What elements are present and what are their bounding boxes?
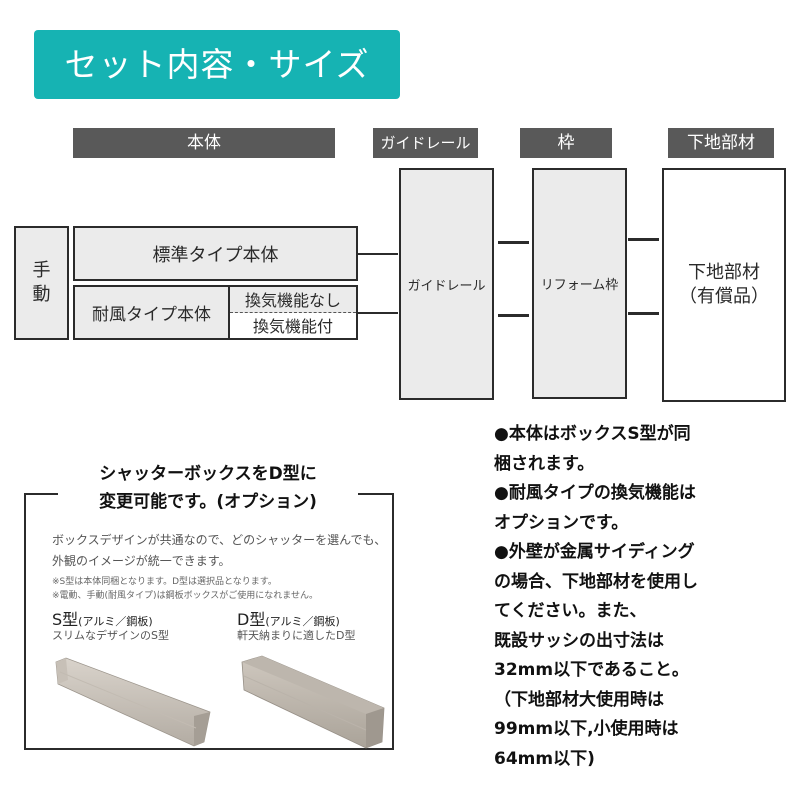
- s-type-name: S型: [52, 610, 79, 629]
- note-line: ●耐風タイプの換気機能は: [494, 483, 696, 503]
- no-ventilation-label: 換気機能なし: [230, 287, 356, 313]
- note-line: 32mm以下であること。: [494, 660, 689, 680]
- note-line: ●本体はボックスS型が同: [494, 424, 691, 444]
- note-line: 64mm以下): [494, 748, 595, 769]
- option-description-line1: ボックスデザインが共通なので、どのシャッターを選んでも、: [52, 533, 387, 547]
- option-note-2: ※電動、手動(耐風タイプ)は鋼板ボックスがご使用になれません。: [52, 591, 319, 601]
- header-base-material: 下地部材: [668, 128, 774, 158]
- note-line: 既設サッシの出寸法は: [494, 630, 664, 651]
- header-body: 本体: [73, 128, 335, 158]
- standard-body-label: 標準タイプ本体: [152, 244, 279, 266]
- note-line: てください。また、: [494, 601, 647, 621]
- connector-rail-to-frame-bottom: [498, 314, 529, 317]
- standard-body-box: 標準タイプ本体: [73, 226, 358, 281]
- d-type-description: 軒天納まりに適したD型: [237, 629, 356, 642]
- option-description-line2: 外観のイメージが統一できます。: [52, 554, 231, 568]
- connector-rail-to-frame-top: [498, 241, 529, 244]
- s-type-description: スリムなデザインのS型: [52, 629, 169, 642]
- guide-rail-label: ガイドレール: [407, 278, 486, 294]
- s-type-box-image: [55, 657, 211, 747]
- note-line: の場合、下地部材を使用し: [494, 571, 698, 592]
- guide-rail-box: ガイドレール: [399, 168, 494, 400]
- option-panel-heading: シャッターボックスをD型に 変更可能です。(オプション): [58, 460, 358, 516]
- connector-wind-to-rail: [358, 312, 398, 314]
- connector-frame-to-base-top: [628, 238, 659, 241]
- note-line: 梱されます。: [494, 453, 595, 474]
- s-type-material: (アルミ／鋼板): [78, 615, 153, 628]
- base-material-label: 下地部材: [688, 262, 760, 283]
- wind-body-box: 耐風タイプ本体 換気機能なし 換気機能付: [73, 285, 358, 340]
- with-ventilation-label: 換気機能付: [230, 312, 356, 338]
- note-line: ●外壁が金属サイディング: [494, 542, 695, 562]
- option-description: ボックスデザインが共通なので、どのシャッターを選んでも、 外観のイメージが統一で…: [52, 530, 386, 572]
- base-material-paid-label: （有償品）: [679, 286, 769, 307]
- connector-standard-to-rail: [358, 253, 398, 255]
- manual-label-line1: 手: [32, 260, 51, 281]
- base-material-box: 下地部材 （有償品）: [662, 168, 786, 402]
- connector-frame-to-base-bottom: [628, 312, 659, 315]
- s-type-title: S型(アルミ／鋼板): [52, 606, 153, 630]
- d-type-material: (アルミ／鋼板): [265, 615, 340, 628]
- reform-frame-label: リフォーム枠: [540, 278, 619, 293]
- note-line: 99mm以下,小使用時は: [494, 719, 679, 739]
- manual-label-box: 手 動: [14, 226, 69, 340]
- option-note-1: ※S型は本体同梱となります。D型は選択品となります。: [52, 577, 277, 587]
- manual-label-line2: 動: [32, 284, 51, 305]
- reform-frame-box: リフォーム枠: [532, 168, 627, 399]
- notes-list: ●本体はボックスS型が同 梱されます。 ●耐風タイプの換気機能は オプションです…: [494, 420, 794, 774]
- note-line: オプションです。: [494, 512, 629, 533]
- header-guide-rail: ガイドレール: [373, 128, 478, 158]
- wind-body-label: 耐風タイプ本体: [75, 287, 230, 338]
- d-type-name: D型: [237, 610, 266, 629]
- note-line: （下地部材大使用時は: [494, 689, 664, 710]
- d-type-title: D型(アルミ／鋼板): [237, 606, 340, 630]
- page-title: セット内容・サイズ: [34, 30, 400, 99]
- option-heading-line1: シャッターボックスをD型に: [99, 464, 317, 484]
- d-type-box-image: [241, 655, 385, 749]
- header-frame: 枠: [520, 128, 612, 158]
- option-heading-line2: 変更可能です。(オプション): [99, 492, 317, 512]
